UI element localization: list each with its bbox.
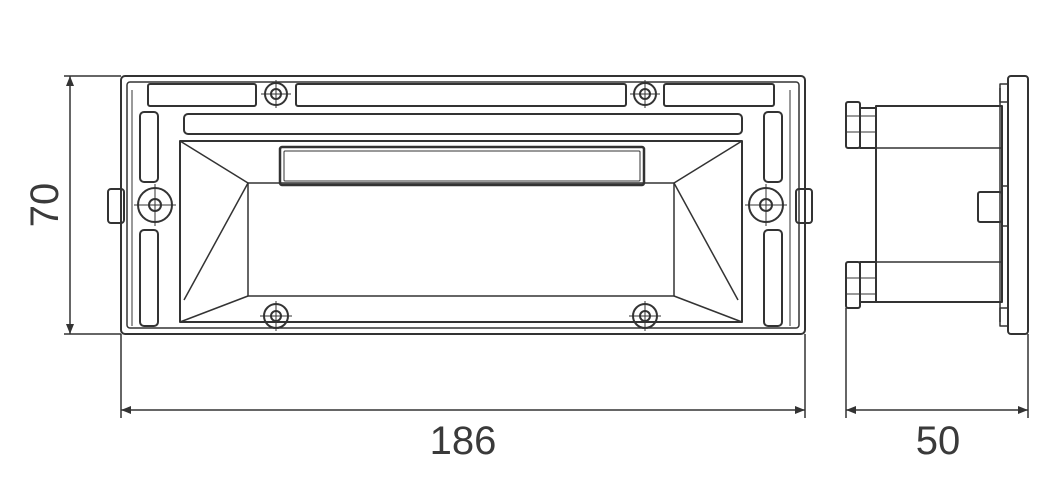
diffuser-window-inner: [283, 150, 641, 182]
recess-outer: [179, 140, 743, 323]
screw-hole-bottom-right: [629, 301, 661, 331]
dimension-lines: [64, 75, 1029, 418]
width-label: 186: [430, 419, 497, 463]
front-view: [107, 75, 813, 335]
upper-bar: [183, 113, 743, 135]
side-slot-left-bottom: [139, 229, 159, 327]
bevel-right-diag: [673, 182, 739, 301]
clip-right: [795, 188, 813, 224]
screw-hole-right: [745, 184, 787, 226]
height-label: 70: [23, 183, 67, 228]
top-slot-right: [663, 83, 775, 107]
side-body: [875, 105, 1003, 303]
side-flange: [1007, 75, 1029, 335]
recess-inner: [247, 182, 675, 297]
bevel-left-diag: [183, 182, 249, 301]
side-slot-right-bottom: [763, 229, 783, 327]
bevel-tr: [673, 140, 743, 184]
top-slot-center: [295, 83, 627, 107]
side-slot-right-top: [763, 111, 783, 183]
screw-hole-top-right: [630, 80, 660, 108]
screw-hole-bottom-left: [260, 301, 292, 331]
side-slot-left-top: [139, 111, 159, 183]
rear-clip-bottom: [845, 261, 861, 309]
screw-hole-top-left: [261, 80, 291, 108]
bevel-br: [673, 295, 743, 323]
bevel-tl: [179, 140, 249, 184]
screw-hole-left: [134, 184, 176, 226]
rear-clip-top: [845, 101, 861, 149]
top-slot-left: [147, 83, 257, 107]
front-outer-frame: [120, 75, 806, 335]
diffuser-window: [278, 145, 646, 187]
bevel-bl: [179, 295, 249, 323]
connector: [977, 191, 1003, 223]
clip-left: [107, 188, 125, 224]
depth-label: 50: [916, 419, 961, 463]
side-view: [845, 75, 1029, 335]
front-inner-frame: [126, 81, 800, 329]
